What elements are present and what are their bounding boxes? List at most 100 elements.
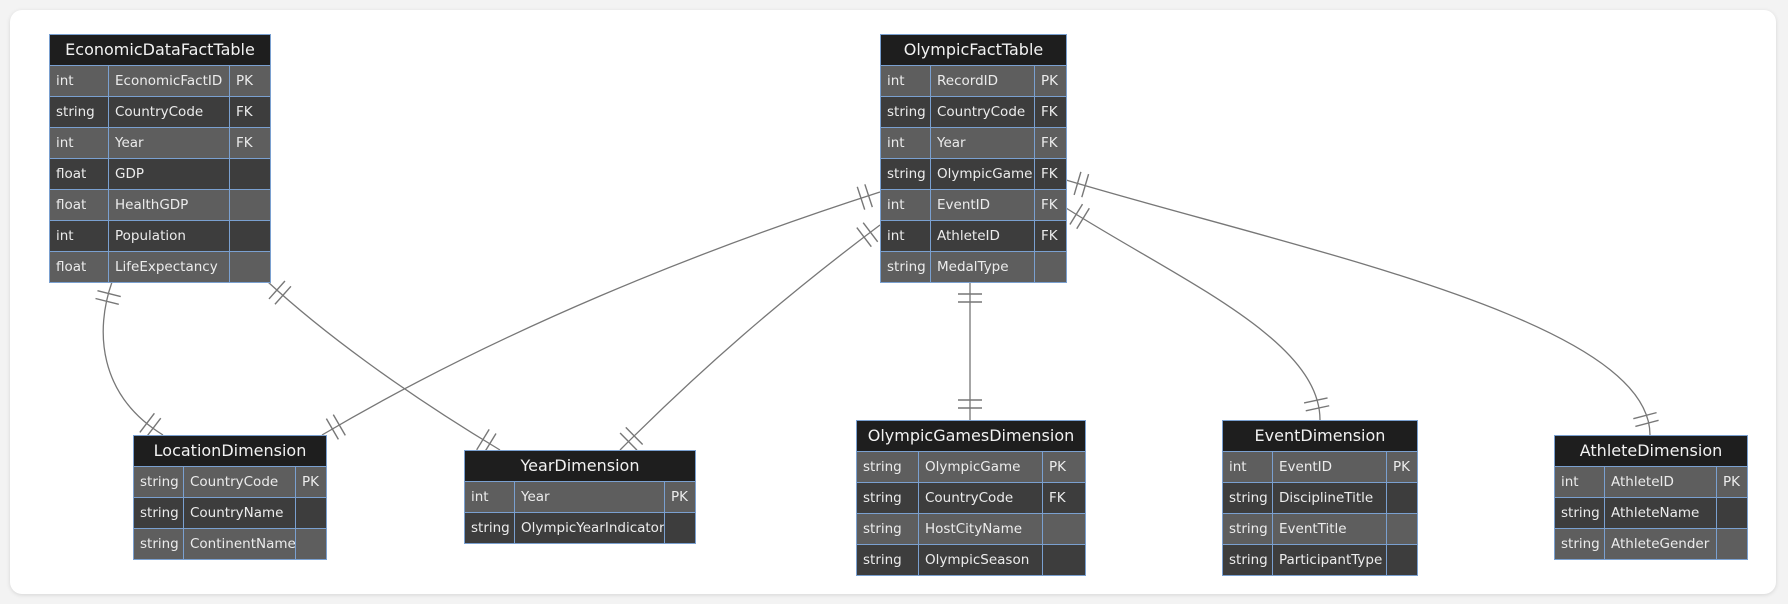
attribute-key: FK bbox=[1049, 490, 1066, 506]
attribute-type: string bbox=[134, 529, 184, 559]
attribute-type: string bbox=[1555, 498, 1605, 528]
entity-title: EventDimension bbox=[1223, 421, 1417, 452]
attribute-type: int bbox=[465, 482, 515, 512]
attribute-name: GDP bbox=[109, 159, 230, 189]
attribute-name: CountryCode bbox=[919, 483, 1043, 513]
relationship-economic-location bbox=[102, 281, 164, 436]
attribute-type: int bbox=[1555, 467, 1605, 497]
cardinality-one-marker bbox=[1635, 419, 1659, 428]
attribute-type: string bbox=[1223, 514, 1273, 544]
attribute-key: FK bbox=[236, 135, 253, 151]
attribute-name: CountryName bbox=[184, 498, 296, 528]
cardinality-one-marker bbox=[1073, 171, 1082, 196]
attribute-type: string bbox=[881, 252, 931, 282]
attribute-name: OlympicGame bbox=[919, 452, 1043, 482]
cardinality-one-marker bbox=[625, 426, 644, 445]
attribute-name: EventTitle bbox=[1273, 514, 1387, 544]
attribute-name: MedalType bbox=[931, 252, 1035, 282]
relationship-olympic-location bbox=[321, 191, 881, 436]
attribute-type: string bbox=[134, 467, 184, 497]
entity-title: OlympicFactTable bbox=[881, 35, 1066, 66]
attribute-key: PK bbox=[236, 73, 253, 89]
attribute-key: PK bbox=[1041, 73, 1058, 89]
cardinality-one-marker bbox=[1305, 405, 1330, 412]
relationship-economic-year bbox=[267, 281, 501, 451]
attribute-type: int bbox=[50, 221, 109, 251]
attribute-type: string bbox=[1223, 483, 1273, 513]
attribute-type: float bbox=[50, 252, 109, 282]
attribute-name: OlympicGame bbox=[931, 159, 1035, 189]
attribute-name: OlympicSeason bbox=[919, 545, 1043, 575]
attribute-name: RecordID bbox=[931, 66, 1035, 96]
attribute-type: int bbox=[50, 66, 109, 96]
attribute-name: ContinentName bbox=[184, 529, 296, 559]
attribute-type: string bbox=[881, 97, 931, 127]
attribute-type: string bbox=[50, 97, 109, 127]
attribute-type: string bbox=[857, 483, 919, 513]
attribute-name: Year bbox=[515, 482, 665, 512]
attribute-key bbox=[1387, 545, 1417, 575]
attribute-type: string bbox=[1223, 545, 1273, 575]
attribute-key: FK bbox=[1041, 135, 1058, 151]
cardinality-one-marker bbox=[139, 412, 155, 433]
attribute-name: DisciplineTitle bbox=[1273, 483, 1387, 513]
attribute-key: PK bbox=[1723, 474, 1740, 490]
attribute-key bbox=[665, 513, 695, 543]
relationship-olympic-year bbox=[619, 224, 881, 451]
attribute-key bbox=[1387, 483, 1417, 513]
cardinality-one-marker bbox=[325, 418, 340, 440]
cardinality-one-marker bbox=[862, 222, 879, 243]
attribute-type: string bbox=[857, 452, 919, 482]
cardinality-one-marker bbox=[864, 184, 873, 208]
attribute-name: OlympicYearIndicator bbox=[515, 513, 665, 543]
attribute-name: AthleteID bbox=[931, 221, 1035, 251]
attribute-key bbox=[296, 529, 326, 559]
attribute-name: AthleteName bbox=[1605, 498, 1717, 528]
relationship-olympic-athlete bbox=[1065, 179, 1651, 436]
attribute-key: FK bbox=[236, 104, 253, 120]
attribute-type: string bbox=[134, 498, 184, 528]
cardinality-one-marker bbox=[856, 186, 866, 210]
attribute-name: AthleteID bbox=[1605, 467, 1717, 497]
entity-title: YearDimension bbox=[465, 451, 695, 482]
attribute-type: string bbox=[857, 514, 919, 544]
attribute-name: ParticipantType bbox=[1273, 545, 1387, 575]
attribute-name: EconomicFactID bbox=[109, 66, 230, 96]
cardinality-one-marker bbox=[1069, 203, 1084, 225]
cardinality-one-marker bbox=[476, 428, 490, 451]
cardinality-one-marker bbox=[145, 417, 162, 438]
attribute-name: HealthGDP bbox=[109, 190, 230, 220]
attribute-type: int bbox=[881, 66, 931, 96]
attribute-key bbox=[1387, 514, 1417, 544]
attribute-key bbox=[1035, 252, 1066, 282]
attribute-key: FK bbox=[1041, 228, 1058, 244]
attribute-key bbox=[230, 159, 270, 189]
attribute-name: Year bbox=[931, 128, 1035, 158]
relationship-olympic-event bbox=[1065, 207, 1321, 421]
entity-title: EconomicDataFactTable bbox=[50, 35, 270, 66]
attribute-key bbox=[1043, 514, 1085, 544]
cardinality-one-marker bbox=[274, 285, 292, 305]
attribute-name: LifeExpectancy bbox=[109, 252, 230, 282]
entity-title: AthleteDimension bbox=[1555, 436, 1747, 467]
attribute-key: FK bbox=[1041, 197, 1058, 213]
